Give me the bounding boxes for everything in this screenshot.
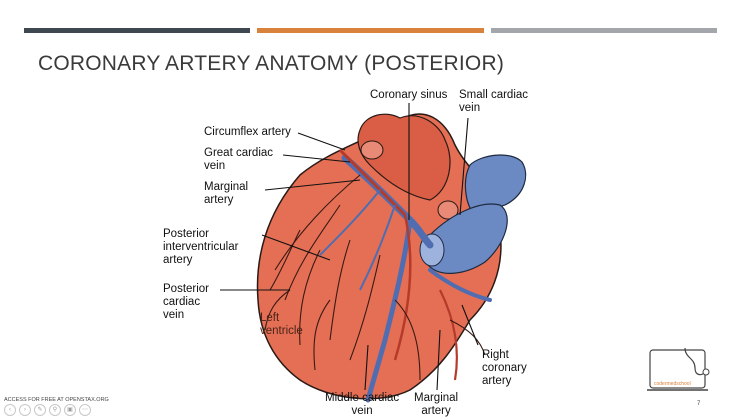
pen-icon[interactable]: ✎ — [34, 404, 46, 416]
label-circumflex-artery: Circumflex artery — [204, 126, 291, 138]
label-left-ventricle: Left ventricle — [260, 312, 303, 337]
slide-title: CORONARY ARTERY ANATOMY (POSTERIOR) — [38, 52, 505, 75]
label-middle-cardiac-vein: Middle cardiac vein — [325, 392, 400, 417]
label-great-cardiac-vein: Great cardiac vein — [204, 147, 274, 172]
label-marginal-artery-bottom: Marginal artery — [414, 392, 459, 417]
label-posterior-interventricular-artery: Posterior interventricular artery — [163, 228, 239, 266]
stethoscope-laptop-icon: codermedschool — [647, 347, 710, 391]
next-icon[interactable]: › — [19, 404, 31, 416]
logo-text: codermedschool — [654, 381, 691, 387]
label-marginal-artery-left: Marginal artery — [204, 181, 249, 206]
footer-credit: ACCESS FOR FREE AT OPENSTAX.ORG — [4, 397, 109, 403]
more-icon[interactable]: ⋯ — [79, 404, 91, 416]
accent-bar-gray — [491, 28, 717, 33]
slideshow-controls: ‹ › ✎ ⚲ ▣ ⋯ — [4, 404, 91, 416]
accent-bar-orange — [257, 28, 484, 33]
page-number: 7 — [697, 401, 701, 407]
camera-icon[interactable]: ▣ — [64, 404, 76, 416]
accent-bar-dark — [24, 28, 250, 33]
prev-icon[interactable]: ‹ — [4, 404, 16, 416]
label-coronary-sinus: Coronary sinus — [370, 89, 448, 101]
superior-vena-cava — [464, 154, 527, 216]
label-right-coronary-artery: Right coronary artery — [482, 349, 527, 387]
atrium — [357, 113, 451, 201]
zoom-icon[interactable]: ⚲ — [49, 404, 61, 416]
label-small-cardiac-vein: Small cardiac vein — [459, 89, 529, 114]
label-posterior-cardiac-vein: Posterior cardiac vein — [163, 283, 210, 321]
